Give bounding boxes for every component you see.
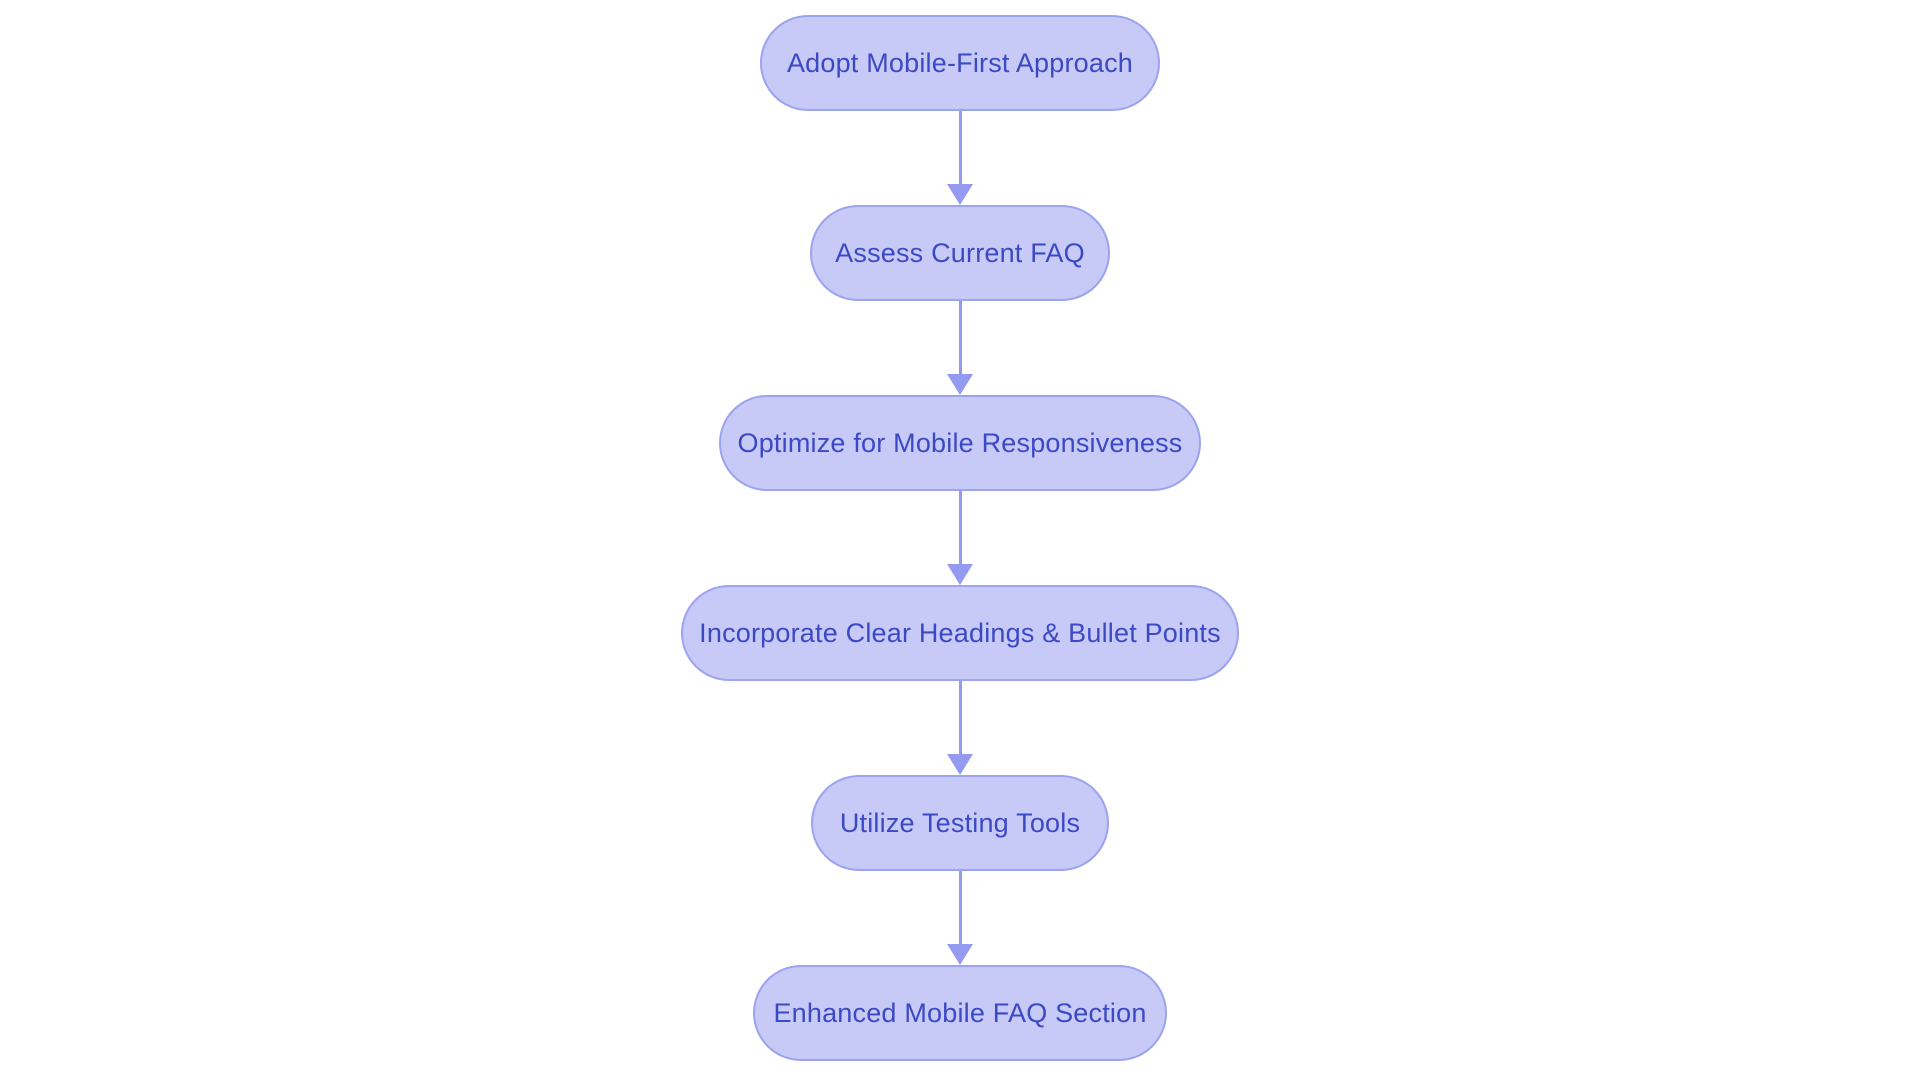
node-label: Adopt Mobile-First Approach	[786, 47, 1134, 78]
flowchart-node-adopt-mobile-first: Adopt Mobile-First Approach	[760, 15, 1160, 111]
flow-arrow-1	[947, 111, 973, 205]
flowchart-node-enhanced-mobile-faq: Enhanced Mobile FAQ Section	[753, 965, 1167, 1061]
node-label: Utilize Testing Tools	[839, 807, 1081, 838]
arrow-down-icon	[947, 374, 973, 395]
flow-arrow-5	[947, 871, 973, 965]
flowchart-node-optimize-responsiveness: Optimize for Mobile Responsiveness	[719, 395, 1201, 491]
node-label: Assess Current FAQ	[835, 237, 1085, 268]
flow-arrow-4	[947, 681, 973, 775]
arrow-down-icon	[947, 944, 973, 965]
arrow-shaft	[958, 491, 962, 564]
flow-arrow-2	[947, 301, 973, 395]
flowchart-node-utilize-testing-tools: Utilize Testing Tools	[811, 775, 1109, 871]
arrow-down-icon	[947, 184, 973, 205]
arrow-shaft	[958, 301, 962, 374]
node-label: Optimize for Mobile Responsiveness	[737, 427, 1183, 458]
flowchart-node-clear-headings-bullets: Incorporate Clear Headings & Bullet Poin…	[681, 585, 1239, 681]
arrow-shaft	[958, 111, 962, 184]
flow-arrow-3	[947, 491, 973, 585]
node-label: Incorporate Clear Headings & Bullet Poin…	[699, 617, 1221, 648]
node-label: Enhanced Mobile FAQ Section	[773, 997, 1147, 1028]
arrow-down-icon	[947, 754, 973, 775]
arrow-down-icon	[947, 564, 973, 585]
arrow-shaft	[958, 871, 962, 944]
arrow-shaft	[958, 681, 962, 754]
flowchart-node-assess-current-faq: Assess Current FAQ	[810, 205, 1110, 301]
